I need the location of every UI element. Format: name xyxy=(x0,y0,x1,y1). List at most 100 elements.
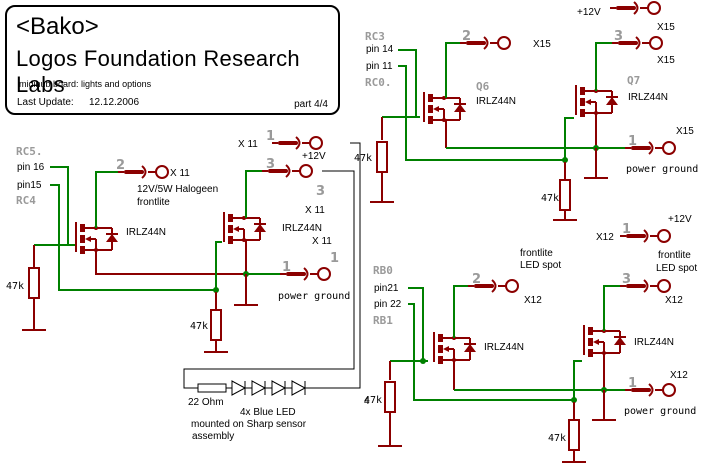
pin-number: 1 xyxy=(622,222,631,237)
mosfet-part: IRLZ44N xyxy=(484,342,524,353)
pin-number: 2 xyxy=(116,158,125,173)
mosfet-b-part: IRLZ44N xyxy=(282,223,322,234)
wire xyxy=(564,117,574,160)
pin-label-1: 1 xyxy=(330,251,339,266)
resistor-47k-b xyxy=(210,309,222,341)
resistor-47k xyxy=(559,179,571,211)
junction-dot xyxy=(571,397,577,403)
net-drain-b xyxy=(603,285,620,331)
q7-ref: Q7 xyxy=(627,74,640,87)
left-circuit: RC5. pin 16 pin15 RC4 47k IRLZ44N 2 X 11… xyxy=(6,129,370,442)
pin-number: 1 xyxy=(628,376,637,391)
net-drain xyxy=(453,285,468,338)
part-number: part 4/4 xyxy=(294,99,328,110)
connector-label: X12 xyxy=(665,295,683,306)
q6-part: IRLZ44N xyxy=(476,96,516,107)
pin-number: 2 xyxy=(472,272,481,287)
connector-label: X 11 xyxy=(238,139,258,150)
bottom-right-circuit: RB0 pin21 pin 22 RB1 47k IRLZ44N 2 X12 f… xyxy=(364,214,697,463)
pin-number: 1 xyxy=(282,260,291,275)
net-pin22 xyxy=(408,303,574,401)
pin22-label: pin 22 xyxy=(374,299,402,310)
net-halogen xyxy=(95,171,118,228)
wire-led-return xyxy=(183,170,355,389)
title-block: <Bako> Logos Foundation Research Labs mi… xyxy=(5,5,340,115)
connector-x11-1 xyxy=(271,136,323,150)
signal-rc4-label: RC4 xyxy=(16,194,36,207)
power-ground-label: power ground xyxy=(624,406,696,417)
connector-label: X 11 xyxy=(170,168,190,179)
pin14-label: pin 14 xyxy=(366,44,394,55)
frontlite-label: frontlite xyxy=(520,248,553,259)
resistor-value: 47k xyxy=(364,395,382,406)
net-q7-drain xyxy=(595,42,612,91)
frontlite-label: frontlite xyxy=(658,250,691,261)
top-right-circuit: RC3 pin 14 pin 11 RC0. 47k Q6 IRLZ44N 2 … xyxy=(354,1,698,221)
halogen-label-2: frontlite xyxy=(137,197,170,208)
connector-label: X15 xyxy=(676,126,694,137)
q6-ref: Q6 xyxy=(476,80,490,93)
wire xyxy=(573,360,582,400)
pin11-label: pin 11 xyxy=(366,61,393,72)
junction-dot xyxy=(420,358,426,364)
last-update-date: 12.12.2006 xyxy=(89,97,140,108)
pin16-label: pin 16 xyxy=(17,162,45,173)
led-spot-label: LED spot xyxy=(520,260,561,271)
net-pin14 xyxy=(398,49,417,117)
organization-title: Logos Foundation Research Labs xyxy=(16,46,300,97)
power-ground-label: power ground xyxy=(278,291,350,302)
resistor-value: 47k xyxy=(541,193,559,204)
connector-label: X12 xyxy=(670,370,688,381)
signal-rc0-label: RC0. xyxy=(365,76,392,89)
led-label-3: assembly xyxy=(192,431,234,442)
net-pin11 xyxy=(398,65,565,161)
net-q6-drain xyxy=(445,42,460,98)
resistor-47k xyxy=(384,381,396,413)
resistor-47k-a xyxy=(28,267,40,299)
net-pin21 xyxy=(408,287,424,361)
resistor-47k xyxy=(568,419,580,451)
led-label-2: mounted on Sharp sensor xyxy=(191,419,307,430)
connector-label: X15 xyxy=(657,55,675,66)
led-label-1: 4x Blue LED xyxy=(240,407,296,418)
mosfet-a-part: IRLZ44N xyxy=(126,227,166,238)
net-led xyxy=(245,170,262,218)
pin-number: 1 xyxy=(628,134,637,149)
led-spot-label: LED spot xyxy=(656,263,697,274)
wire-12v-led xyxy=(305,142,361,389)
pin-number: 1 xyxy=(266,129,275,144)
net-pin16 xyxy=(50,166,69,245)
junction-dot xyxy=(562,157,568,163)
signal-rb0-label: RB0 xyxy=(373,264,393,277)
wire xyxy=(215,241,222,290)
signal-rb1-label: RB1 xyxy=(373,314,393,327)
side-label-4: 4 xyxy=(364,396,370,407)
pin-number: 3 xyxy=(266,157,275,172)
mosfet-part: IRLZ44N xyxy=(634,337,674,348)
connector-x11-2 xyxy=(117,165,169,179)
connector-x15-12v xyxy=(609,1,661,15)
wire xyxy=(95,250,246,275)
halogen-label: 12V/5W Halogeen xyxy=(137,184,218,195)
pin-number: 3 xyxy=(614,29,623,44)
connector-label: X12 xyxy=(524,295,542,306)
last-update-label: Last Update: xyxy=(17,97,74,108)
resistor-b-value: 47k xyxy=(190,321,208,332)
led-diode xyxy=(271,380,286,396)
connector-label: X 11 xyxy=(305,205,325,216)
connector-label: X15 xyxy=(657,22,675,33)
plus12v-label: +12V xyxy=(668,214,692,225)
resistor-value: 47k xyxy=(548,433,566,444)
q7-part: IRLZ44N xyxy=(628,92,668,103)
junction-dot xyxy=(213,287,219,293)
pin-label-3: 3 xyxy=(316,184,325,199)
plus12v-label: +12V xyxy=(302,151,326,162)
led-diode xyxy=(231,380,246,396)
pin21-label: pin21 xyxy=(374,283,399,294)
connector-label-2: X 11 xyxy=(312,236,332,247)
pin15-label: pin15 xyxy=(17,180,42,191)
resistor-47k xyxy=(376,141,388,173)
resistor-22-ohm-label: 22 Ohm xyxy=(188,397,224,408)
pin-number: 3 xyxy=(622,272,631,287)
led-diode xyxy=(291,380,306,396)
